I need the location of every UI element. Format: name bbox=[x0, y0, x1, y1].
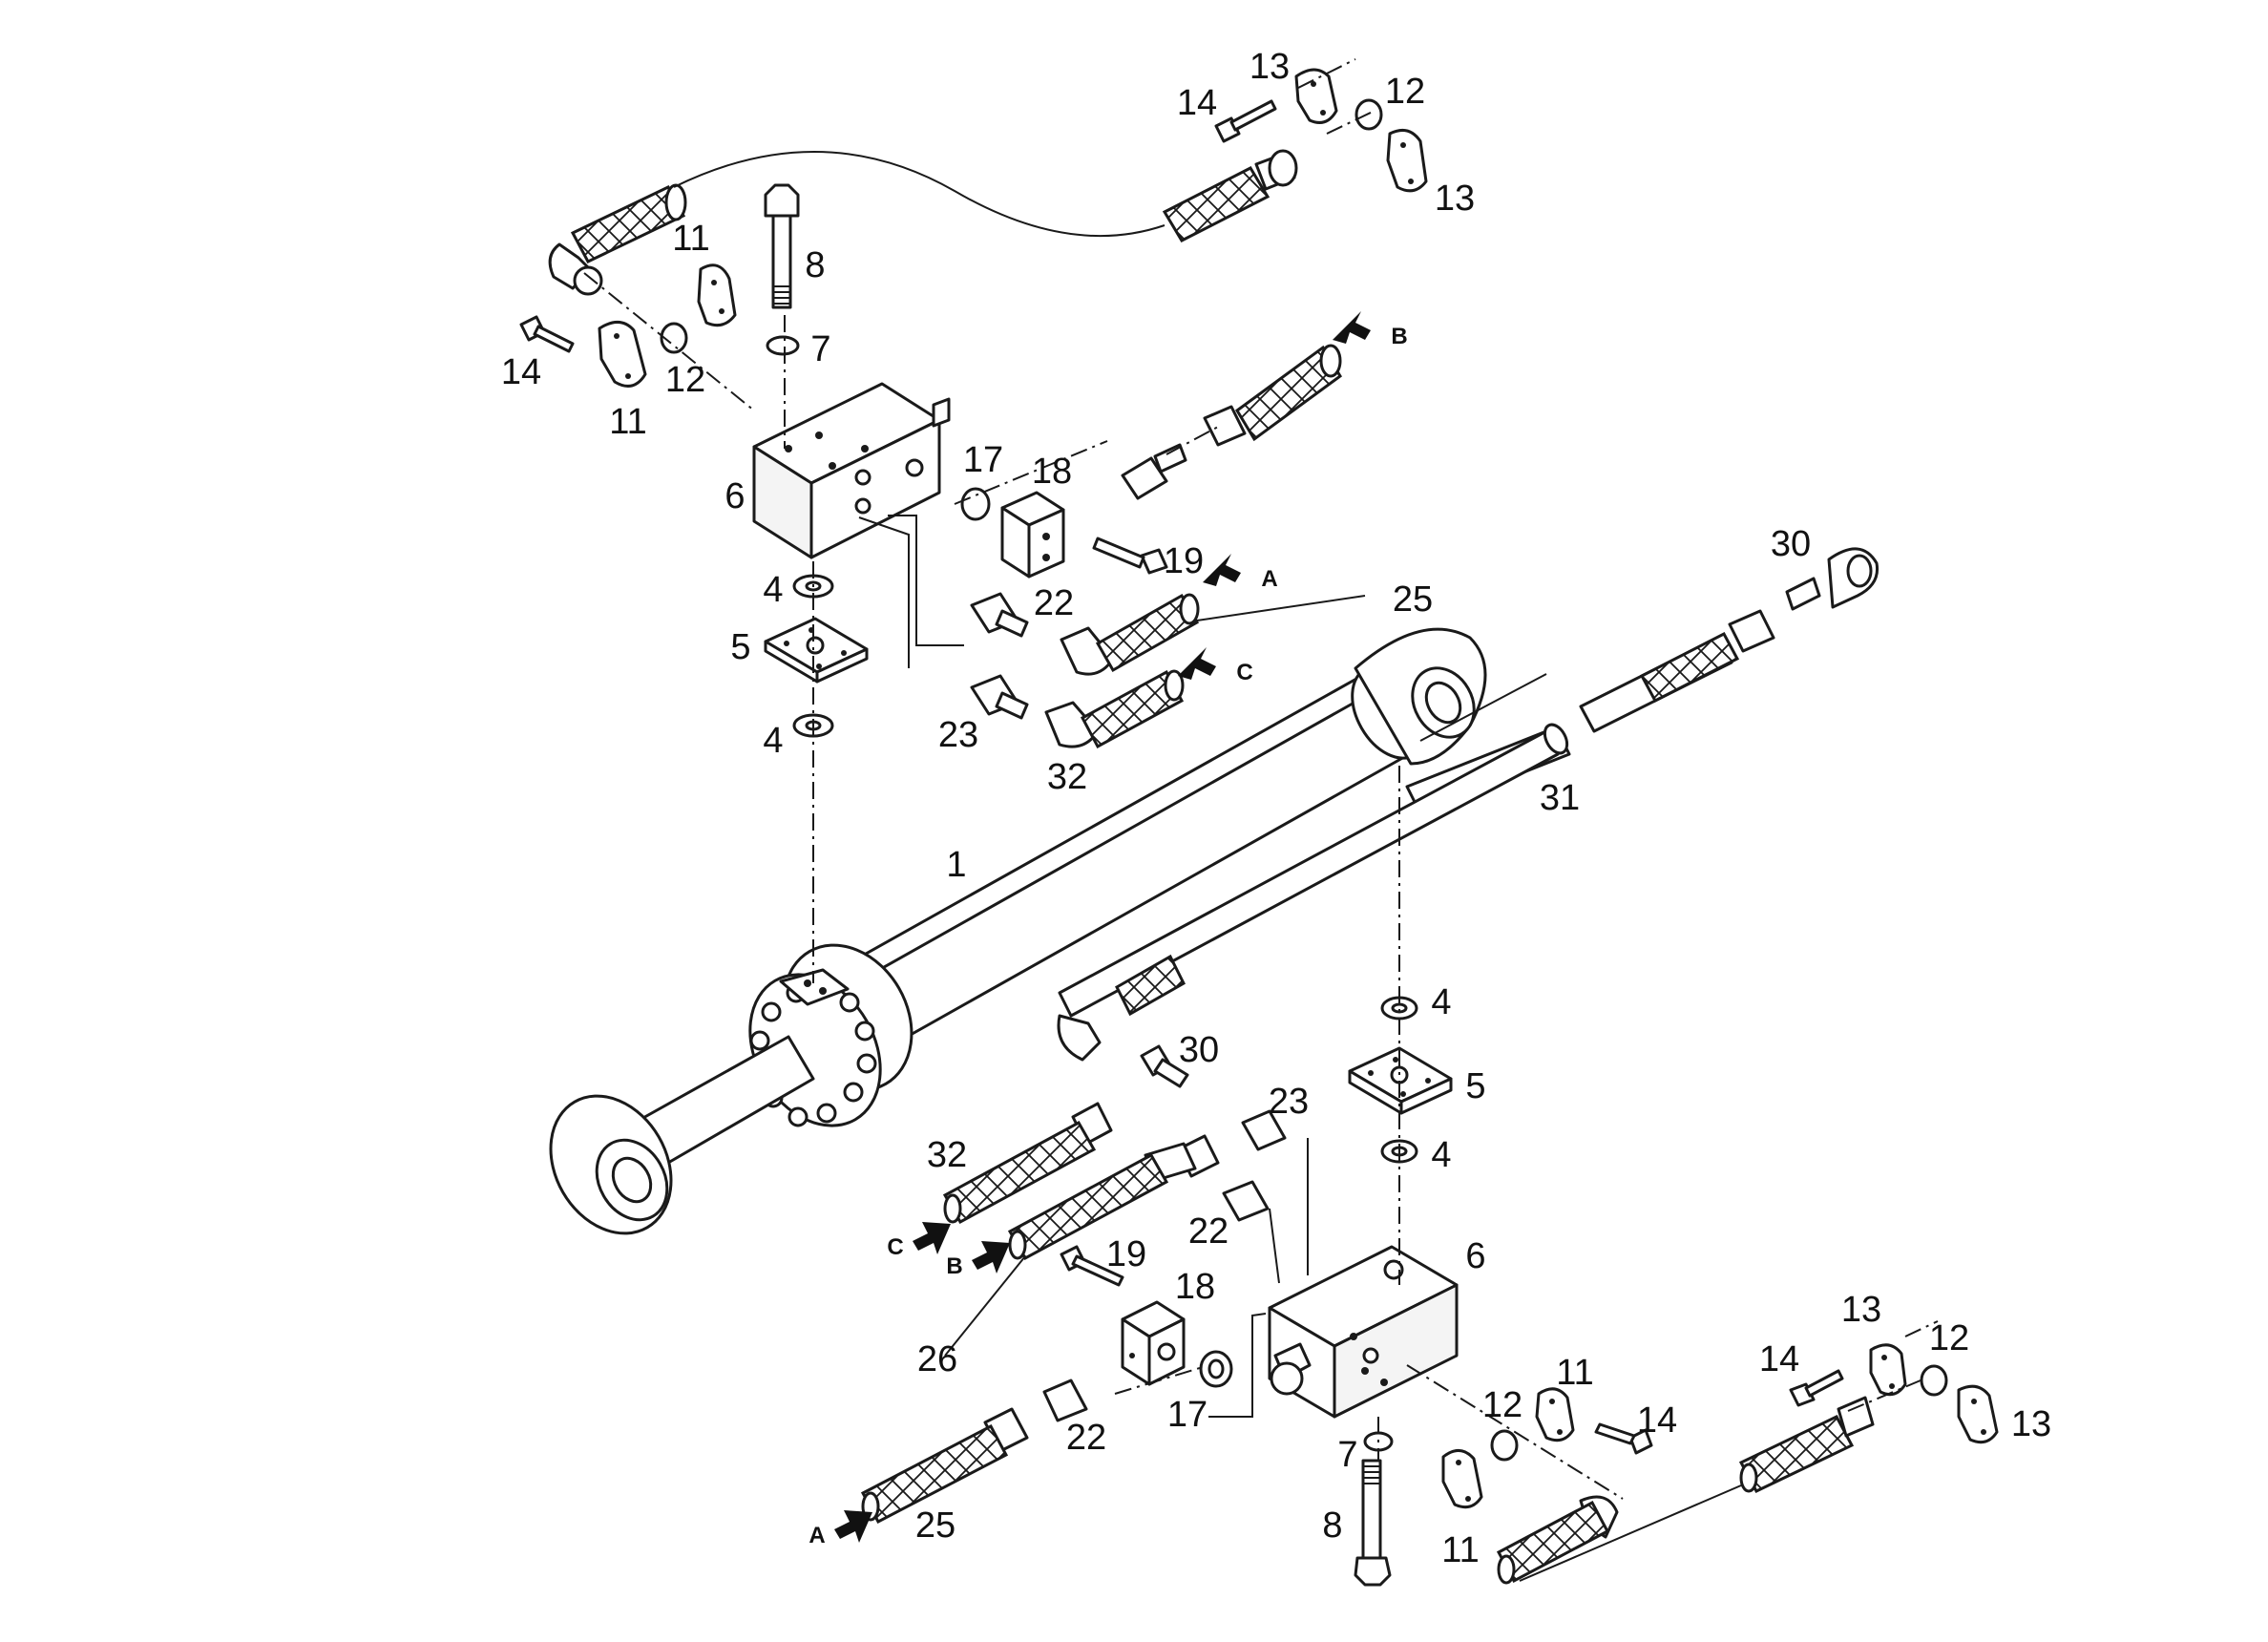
callout-c4c: 4 bbox=[1431, 982, 1451, 1022]
callout-c4b: 4 bbox=[763, 721, 783, 761]
flange-halves bbox=[598, 68, 1999, 1509]
callout-c30a: 30 bbox=[1771, 524, 1811, 564]
callout-c4a: 4 bbox=[763, 570, 783, 610]
callout-c30b: 30 bbox=[1179, 1030, 1219, 1070]
hose-upper-right bbox=[1162, 149, 1298, 242]
callout-c5a: 5 bbox=[730, 627, 750, 667]
callout-c25a: 25 bbox=[1393, 579, 1433, 620]
callout-c14d: 14 bbox=[1759, 1339, 1799, 1379]
callout-c23b: 23 bbox=[1269, 1082, 1309, 1122]
callout-c14c: 14 bbox=[1637, 1400, 1677, 1441]
flange-18-upper bbox=[1000, 491, 1065, 579]
callout-c13d: 13 bbox=[2011, 1404, 2051, 1444]
flow-label-mC1: C bbox=[1236, 660, 1252, 685]
hose-lower-left bbox=[1057, 954, 1186, 1062]
callout-c12b: 12 bbox=[1385, 72, 1425, 112]
callout-c12a: 12 bbox=[665, 360, 705, 400]
hose-32-lower bbox=[942, 1102, 1113, 1225]
flow-label-mB1: B bbox=[1391, 324, 1407, 349]
hose-A-upper bbox=[1060, 593, 1200, 676]
hose-25-lower bbox=[860, 1407, 1029, 1525]
flange-18-lower bbox=[1121, 1300, 1186, 1386]
callout-c13b: 13 bbox=[1435, 179, 1475, 219]
callout-c12c: 12 bbox=[1482, 1385, 1522, 1425]
flow-marker-mB2: B bbox=[946, 1241, 1010, 1279]
valve-block-lower bbox=[1268, 1245, 1459, 1419]
flow-marker-mB1: B bbox=[1333, 311, 1408, 349]
connection-lines bbox=[583, 58, 1939, 1582]
callout-c7a: 7 bbox=[810, 329, 830, 369]
callout-c6b: 6 bbox=[1465, 1236, 1485, 1276]
callout-c31: 31 bbox=[1540, 778, 1580, 818]
fittings bbox=[970, 443, 1287, 1422]
flow-label-mC2: C bbox=[887, 1234, 903, 1260]
callout-c8b: 8 bbox=[1322, 1505, 1342, 1546]
hose-C-upper bbox=[1044, 669, 1185, 749]
callout-c8a: 8 bbox=[805, 245, 825, 285]
callout-c17a: 17 bbox=[963, 440, 1003, 480]
flow-marker-mC2: C bbox=[887, 1222, 951, 1260]
callout-c22a: 22 bbox=[1034, 583, 1074, 623]
callout-c18a: 18 bbox=[1032, 452, 1072, 492]
callout-c13a: 13 bbox=[1250, 47, 1290, 87]
callout-c11a: 11 bbox=[672, 219, 709, 259]
hydraulic-cylinder bbox=[549, 627, 1487, 1235]
washers bbox=[660, 98, 1948, 1462]
callout-c32b: 32 bbox=[927, 1135, 967, 1175]
screws bbox=[519, 99, 1844, 1455]
callout-c14a: 14 bbox=[1177, 83, 1217, 123]
hose-lower-right bbox=[1496, 1396, 1875, 1585]
callout-c19a: 19 bbox=[1164, 541, 1204, 581]
hose-26-lower bbox=[1007, 1134, 1220, 1261]
callout-c13c: 13 bbox=[1841, 1290, 1881, 1330]
valve-block-upper bbox=[752, 382, 951, 559]
callout-c26: 26 bbox=[917, 1339, 957, 1379]
callout-c14b: 14 bbox=[501, 352, 541, 392]
part-number-callouts: 1444455667788111111111212121213131313141… bbox=[501, 47, 2051, 1570]
callout-c18b: 18 bbox=[1175, 1267, 1215, 1307]
bolt-8-upper bbox=[764, 183, 800, 309]
callout-c32a: 32 bbox=[1047, 757, 1087, 797]
flow-direction-markers: A B C C B A bbox=[808, 311, 1408, 1548]
flow-label-mB2: B bbox=[946, 1253, 962, 1279]
flow-marker-mA2: A bbox=[808, 1510, 872, 1548]
callout-c11d: 11 bbox=[1441, 1530, 1479, 1570]
flow-label-mA1: A bbox=[1261, 566, 1277, 592]
callout-c17b: 17 bbox=[1167, 1395, 1208, 1435]
callout-c7b: 7 bbox=[1337, 1435, 1357, 1475]
callout-c22b: 22 bbox=[1188, 1211, 1228, 1252]
plate-5-upper bbox=[764, 617, 869, 684]
hose-upper-left bbox=[548, 183, 687, 296]
callout-c1: 1 bbox=[946, 845, 966, 885]
callout-c22c: 22 bbox=[1066, 1418, 1106, 1458]
flow-label-mA2: A bbox=[808, 1523, 825, 1548]
hose-B-upper bbox=[1203, 344, 1342, 447]
callout-c5b: 5 bbox=[1465, 1066, 1485, 1106]
callout-c6a: 6 bbox=[724, 476, 745, 516]
callout-c4d: 4 bbox=[1431, 1135, 1451, 1175]
callout-c11c: 11 bbox=[1556, 1353, 1593, 1393]
callout-c25b: 25 bbox=[915, 1505, 956, 1546]
callout-c19b: 19 bbox=[1106, 1234, 1146, 1274]
bolt-8-lower bbox=[1354, 1459, 1392, 1587]
callout-c23a: 23 bbox=[938, 715, 978, 755]
hose-30-upper bbox=[1579, 547, 1880, 733]
flow-marker-mA1: A bbox=[1203, 554, 1278, 592]
callout-c11b: 11 bbox=[609, 402, 646, 442]
callout-c12d: 12 bbox=[1929, 1318, 1969, 1358]
tube-31 bbox=[1058, 723, 1571, 1018]
flow-marker-mC1: C bbox=[1178, 647, 1253, 685]
